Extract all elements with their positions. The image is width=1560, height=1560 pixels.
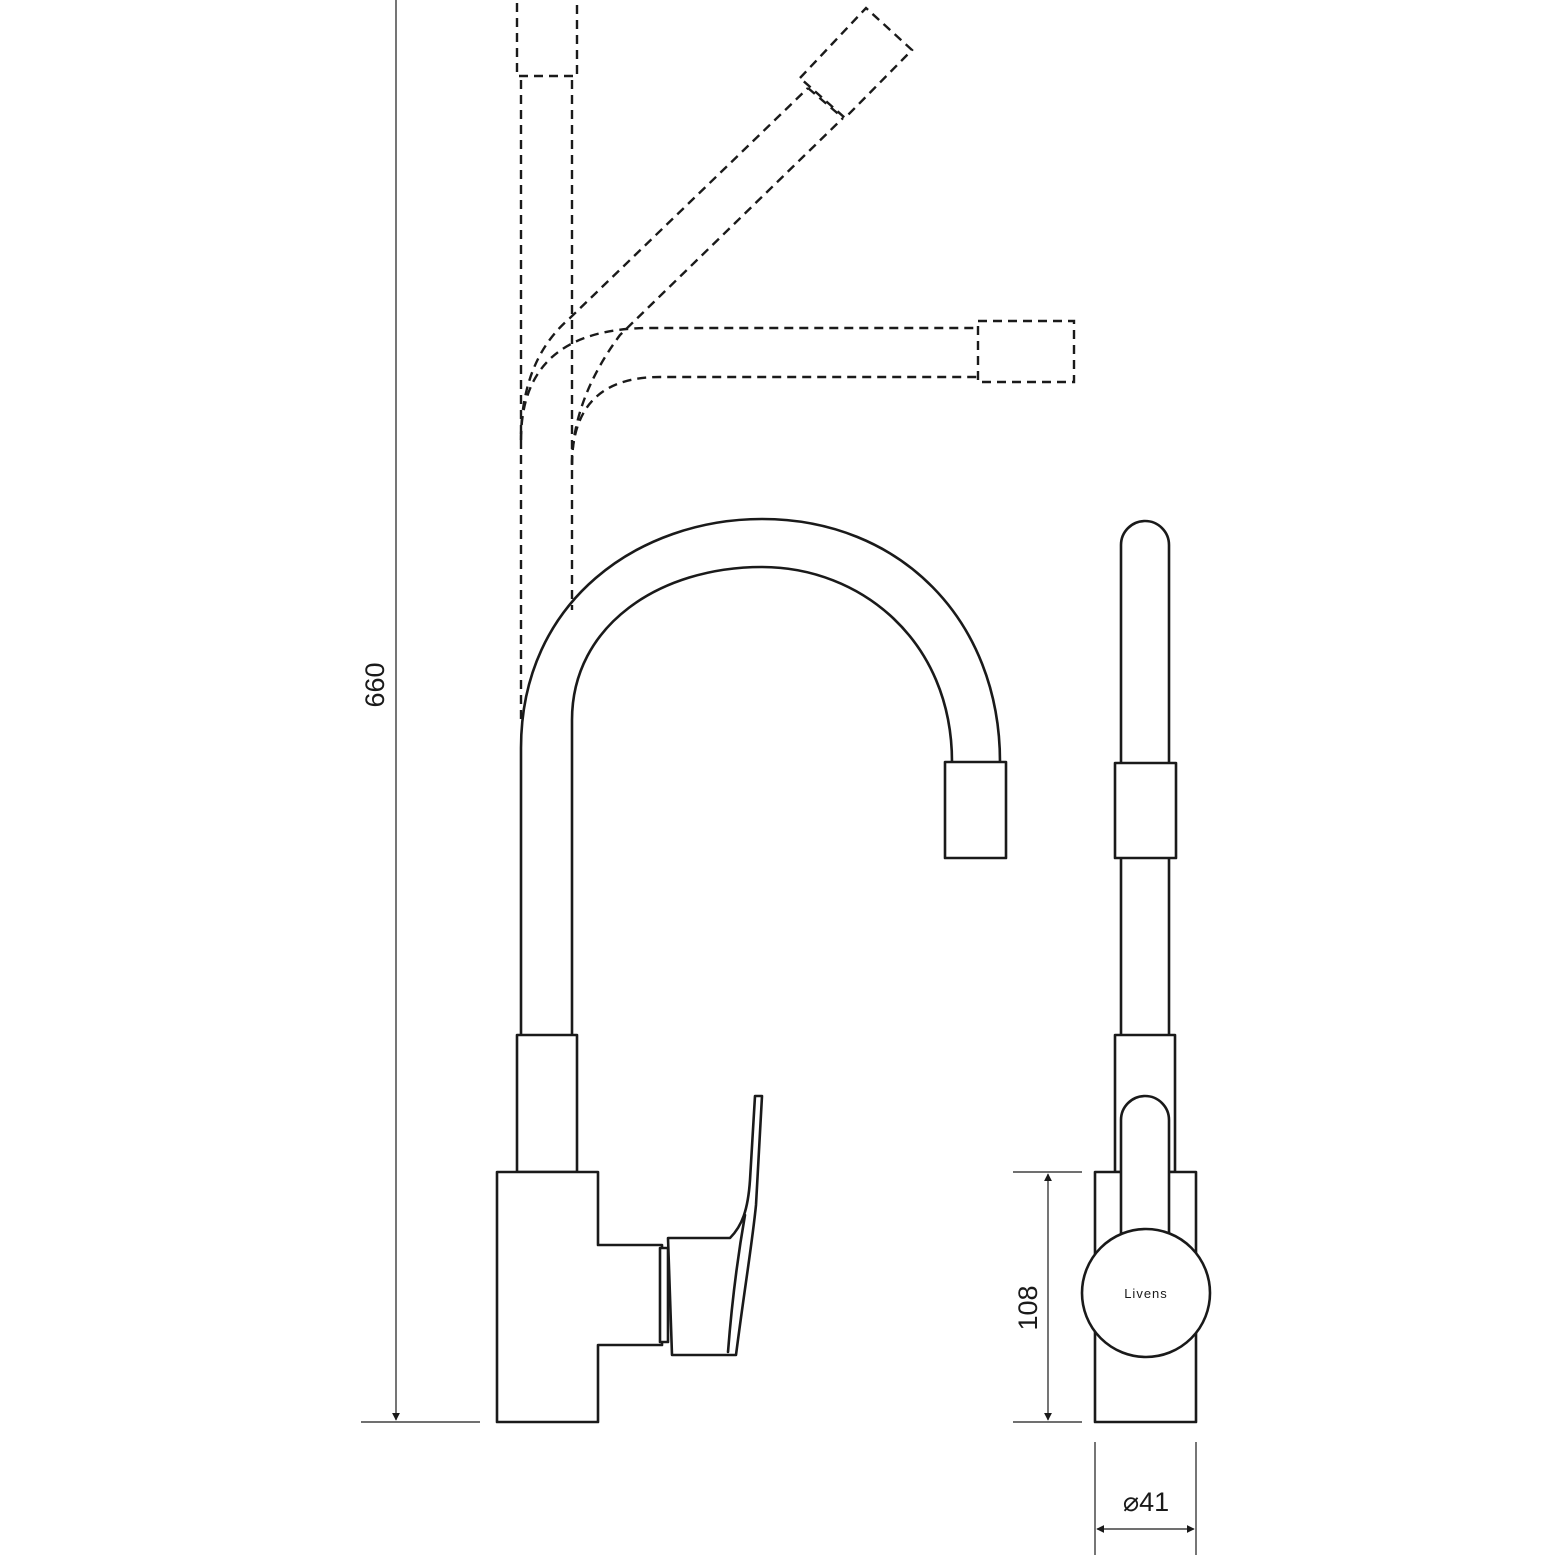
- alternate-spout-positions: [515, 0, 1076, 720]
- front-aerator-ring: [1113, 761, 1178, 860]
- spout-position-vertical: [515, 0, 579, 720]
- body-collar: [515, 1033, 579, 1174]
- dimension-base-height: 108: [1013, 1171, 1082, 1423]
- faucet-side-view: [495, 517, 1008, 1424]
- front-lever-handle: [1119, 1094, 1171, 1247]
- dimension-height: 660: [360, 0, 480, 1423]
- brand-logo: Livens: [1124, 1286, 1168, 1301]
- spout-outer-curve: [519, 517, 1002, 1037]
- lever-handle-detail: [726, 1213, 747, 1354]
- dimension-height-label: 660: [360, 662, 390, 707]
- spout-aerator: [943, 760, 1008, 860]
- spout-inner-curve: [570, 565, 954, 1037]
- front-spout-column: [1119, 519, 1171, 1037]
- base-body: [495, 1170, 664, 1424]
- cartridge-ring: [658, 1246, 670, 1344]
- dimension-diameter-label: ⌀41: [1123, 1487, 1169, 1517]
- faucet-front-view: Livens: [1080, 519, 1212, 1424]
- front-handle-cap: [1080, 1227, 1212, 1359]
- lever-handle: [666, 1094, 764, 1357]
- dimension-base-height-label: 108: [1013, 1285, 1043, 1330]
- spout-position-diagonal: [519, 6, 914, 466]
- spout-position-horizontal: [519, 319, 1076, 466]
- dimension-diameter: ⌀41: [1094, 1442, 1197, 1555]
